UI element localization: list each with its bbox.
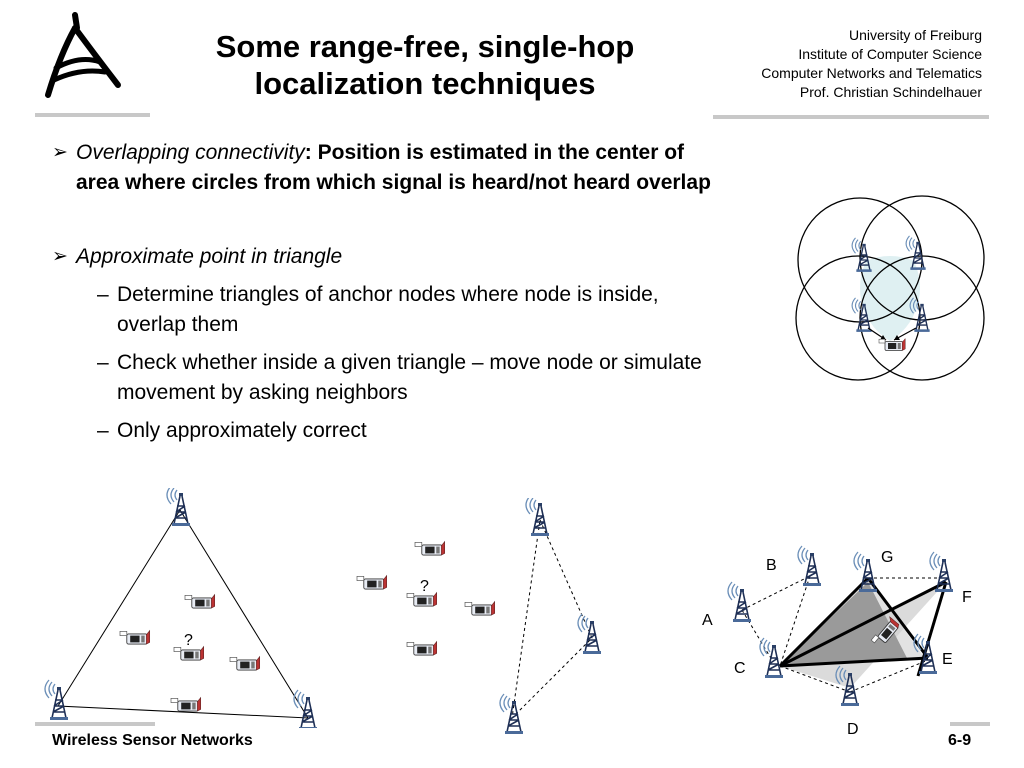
bullet-term: Approximate point in triangle [76, 245, 343, 268]
dash-marker: – [97, 283, 109, 306]
neighbor-phone-icon [229, 656, 261, 671]
anchor-tower-icon [577, 613, 602, 655]
unknown-node-label: ? [420, 578, 429, 595]
footer-divider-left [35, 722, 155, 726]
neighbor-phone-icon [414, 541, 446, 556]
bullet-definition: : Position is estimated in the center of… [76, 141, 711, 194]
sub-bullet-text: Only approximately correct [117, 419, 367, 442]
node-label-e: E [942, 651, 953, 668]
anchor-tower-icon [44, 679, 69, 721]
header-divider-right [713, 115, 989, 119]
node-label-c: C [734, 660, 746, 677]
node-label-g: G [881, 549, 893, 566]
neighbor-phone-icon [184, 594, 216, 609]
bullet-overlapping-connectivity: ➢ Overlapping connectivity: Position is … [52, 138, 712, 198]
unknown-node-label: ? [184, 632, 193, 649]
footer-course-title: Wireless Sensor Networks [52, 732, 253, 749]
bullet-arrow-icon: ➢ [52, 142, 68, 163]
sub-bullet-check: – Check whether inside a given triangle … [97, 348, 712, 408]
header-divider-left [35, 113, 150, 117]
anchor-tower-icon [293, 689, 318, 728]
neighbor-phone-icon [170, 697, 202, 712]
affiliation-chair: Computer Networks and Telematics [761, 65, 982, 81]
overlapping-triangles-diagram: A B C D E F G [702, 545, 972, 738]
anchor-tower-icon [525, 498, 550, 537]
affiliation-institute: Institute of Computer Science [798, 46, 982, 62]
neighbor-phone-icon [406, 641, 438, 656]
slide-title: Some range-free, single-hop localization… [215, 29, 635, 101]
sub-bullet-approx: – Only approximately correct [97, 416, 712, 446]
neighbor-phone-icon [464, 601, 496, 616]
point-outside-triangle-example: ? [356, 498, 602, 735]
sub-bullet-determine: – Determine triangles of anchor nodes wh… [97, 280, 712, 340]
bullet-arrow-icon: ➢ [52, 246, 68, 267]
node-label-a: A [702, 612, 713, 629]
anchor-tower-icon [727, 581, 752, 623]
dash-marker: – [97, 419, 109, 442]
university-logo [45, 12, 121, 98]
affiliation-block: University of Freiburg Institute of Comp… [761, 26, 982, 102]
anchor-tower-icon [759, 637, 784, 679]
node-label-f: F [962, 589, 972, 606]
sub-bullet-text: Check whether inside a given triangle – … [117, 351, 702, 404]
bullet-approximate-point: ➢ Approximate point in triangle [52, 242, 712, 272]
bullet-term: Overlapping connectivity [76, 141, 305, 164]
footer-divider-right [950, 722, 990, 726]
point-in-triangle-example: ? [44, 488, 318, 728]
overlapping-circles-diagram [795, 195, 985, 381]
sub-bullet-text: Determine triangles of anchor nodes wher… [117, 283, 659, 336]
page-number: 6-9 [948, 732, 972, 749]
anchor-tower-icon [166, 488, 191, 527]
affiliation-university: University of Freiburg [848, 27, 982, 43]
anchor-tower-icon [499, 693, 524, 735]
neighbor-phone-icon [356, 575, 388, 590]
unknown-node-phone-icon [878, 338, 906, 351]
node-label-b: B [766, 557, 777, 574]
neighbor-phone-icon [119, 630, 151, 645]
dash-marker: – [97, 351, 109, 374]
node-label-d: D [847, 721, 859, 738]
bullet-list: ➢ Overlapping connectivity: Position is … [52, 138, 712, 446]
affiliation-professor: Prof. Christian Schindelhauer [799, 84, 982, 100]
